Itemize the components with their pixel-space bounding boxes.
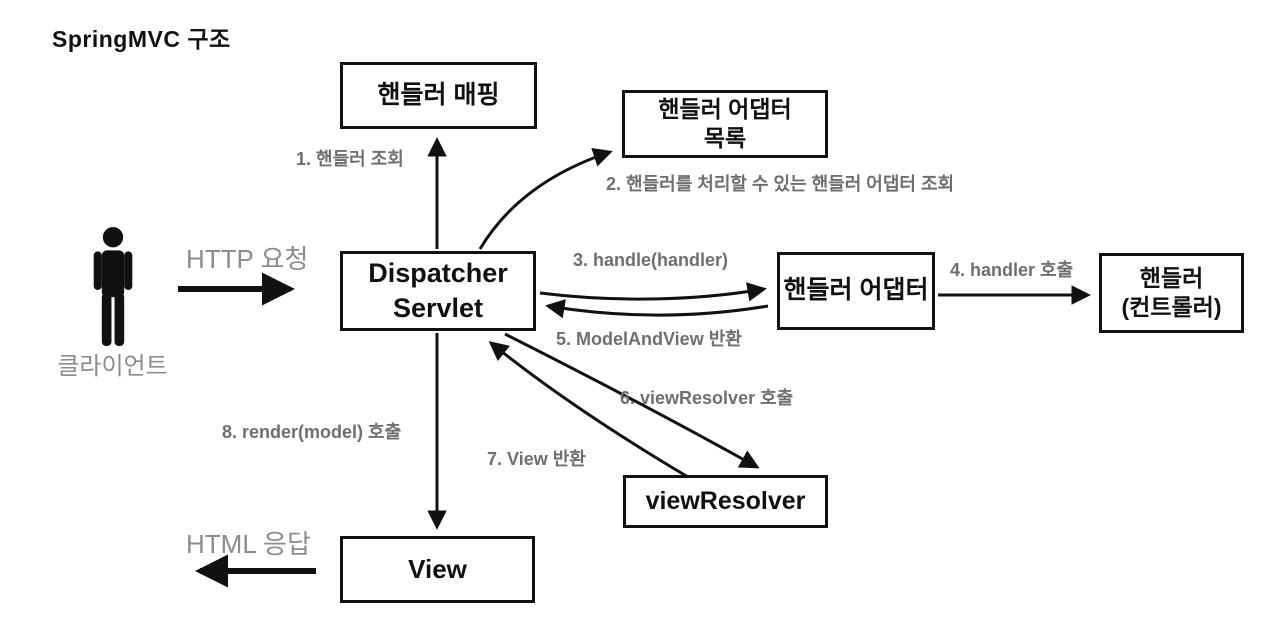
step3-arrow (539, 282, 767, 302)
client-label: 클라이언트 (57, 353, 168, 380)
handler-adapter-list-box: 핸들러 어댑터 목록 (622, 90, 828, 158)
step1-label: 1. 핸들러 조회 (296, 149, 404, 169)
step8-label: 8. render(model) 호출 (222, 422, 402, 442)
step7-label: 7. View 반환 (487, 449, 586, 469)
view-resolver-box: viewResolver (623, 475, 828, 528)
handler-adapter-box: 핸들러 어댑터 (777, 252, 935, 330)
step2-label: 2. 핸들러를 처리할 수 있는 핸들러 어댑터 조회 (606, 174, 955, 194)
client: 클라이언트 (55, 226, 170, 381)
dispatcher-servlet-label-line2: Servlet (392, 293, 484, 323)
step5-label: 5. ModelAndView 반환 (556, 329, 742, 349)
html-response-label: HTML 응답 (186, 529, 311, 559)
view-label: View (408, 554, 467, 585)
handler-adapter-label: 핸들러 어댑터 (783, 276, 929, 305)
handler-mapping-label: 핸들러 매핑 (377, 80, 500, 109)
view-box: View (340, 536, 535, 603)
dispatcher-servlet-box: Dispatcher Servlet (340, 251, 536, 331)
page-title: SpringMVC 구조 (52, 26, 231, 52)
step5-arrow (545, 299, 769, 319)
step3-label: 3. handle(handler) (573, 250, 729, 270)
handler-label-line1: 핸들러 (1139, 265, 1204, 292)
step6-label: 6. viewResolver 호출 (620, 388, 794, 408)
handler-mapping-box: 핸들러 매핑 (340, 62, 537, 129)
step4-label: 4. handler 호출 (950, 260, 1074, 280)
handler-controller-box: 핸들러 (컨트롤러) (1099, 253, 1244, 333)
view-resolver-label: viewResolver (645, 486, 806, 515)
dispatcher-servlet-label-line1: Dispatcher (368, 257, 508, 288)
person-icon (93, 227, 132, 346)
handler-adapter-list-label-line1: 핸들러 어댑터 (658, 96, 792, 123)
handler-label-line2: (컨트롤러) (1121, 294, 1222, 320)
step2-arrow (478, 147, 613, 250)
http-request-label: HTTP 요청 (186, 244, 309, 274)
handler-adapter-list-label-line2: 목록 (703, 125, 747, 151)
